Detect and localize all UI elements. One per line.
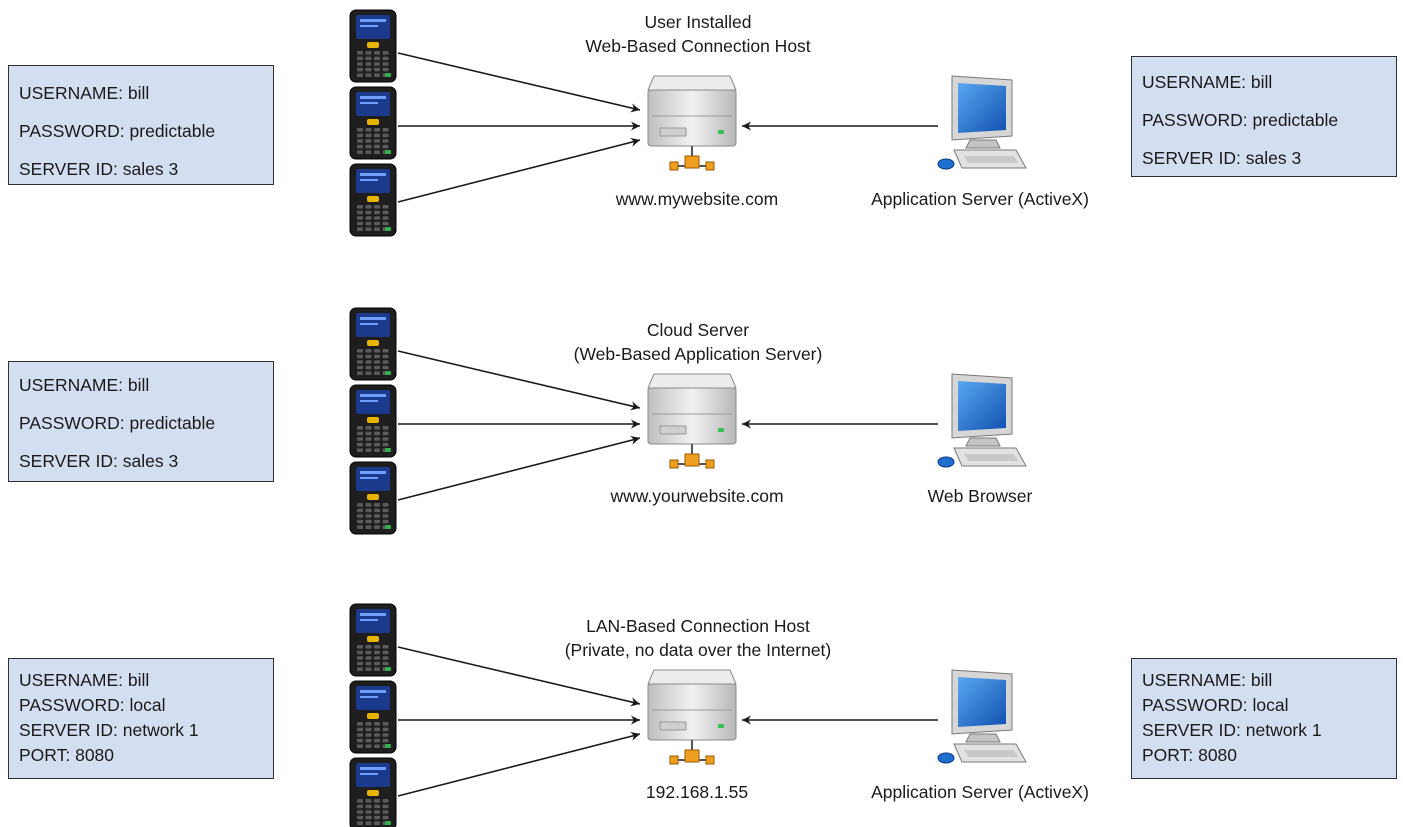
credential-line: USERNAME: bill (19, 375, 150, 395)
credential-box-right: USERNAME: bill PASSWORD: local SERVER ID… (1131, 658, 1397, 779)
credential-box-left: USERNAME: bill PASSWORD: local SERVER ID… (8, 658, 274, 779)
credential-box-right: USERNAME: bill PASSWORD: predictable SER… (1131, 56, 1397, 177)
credential-line: PASSWORD: predictable (19, 413, 216, 433)
credential-line: PORT: 8080 (19, 745, 115, 765)
credential-line: USERNAME: bill (19, 670, 150, 690)
connection-arrow (397, 731, 641, 797)
host-title-line: Cloud Server (646, 320, 750, 340)
credential-line: PASSWORD: predictable (19, 121, 216, 141)
connection-arrow (397, 350, 641, 411)
credential-box-left: USERNAME: bill PASSWORD: predictable SER… (8, 361, 274, 482)
credential-line: SERVER ID: network 1 (1142, 720, 1322, 740)
handheld-terminal-icon (349, 9, 397, 83)
credential-line: PASSWORD: local (19, 695, 166, 715)
server-icon (647, 669, 737, 765)
host-address: www.mywebsite.com (615, 189, 779, 209)
connection-arrow (397, 137, 641, 203)
credential-line: PASSWORD: local (1142, 695, 1289, 715)
server-icon (647, 373, 737, 469)
connection-arrow (397, 646, 641, 707)
host-address: 192.168.1.55 (645, 782, 749, 802)
handheld-terminal-icon (349, 86, 397, 160)
desktop-computer-icon (937, 75, 1027, 170)
host-title: Cloud Server (Web-Based Application Serv… (548, 318, 848, 366)
host-address: www.yourwebsite.com (610, 486, 784, 506)
handheld-terminal-icon (349, 384, 397, 458)
credential-line: PORT: 8080 (1142, 745, 1238, 765)
host-title: User Installed Web-Based Connection Host (548, 10, 848, 58)
credential-line: USERNAME: bill (19, 83, 150, 103)
client-label: Web Browser (927, 486, 1033, 506)
host-title-line: (Web-Based Application Server) (573, 344, 823, 364)
handheld-terminal-icon (349, 163, 397, 237)
credential-line: USERNAME: bill (1142, 670, 1273, 690)
credential-line: PASSWORD: predictable (1142, 110, 1339, 130)
host-title-line: User Installed (644, 12, 752, 32)
client-label: Application Server (ActiveX) (871, 189, 1089, 209)
credential-line: SERVER ID: sales 3 (1142, 148, 1302, 168)
host-title-line: LAN-Based Connection Host (586, 616, 810, 636)
credential-line: SERVER ID: sales 3 (19, 159, 179, 179)
handheld-terminal-icon (349, 757, 397, 827)
desktop-computer-icon (937, 669, 1027, 764)
handheld-terminal-icon (349, 461, 397, 535)
client-label: Application Server (ActiveX) (871, 782, 1089, 802)
handheld-terminal-icon (349, 603, 397, 677)
credential-line: SERVER ID: network 1 (19, 720, 199, 740)
host-title-line: Web-Based Connection Host (585, 36, 811, 56)
connection-arrow (397, 435, 641, 501)
host-title: LAN-Based Connection Host (Private, no d… (538, 614, 858, 662)
host-title-line: (Private, no data over the Internet) (564, 640, 832, 660)
handheld-terminal-icon (349, 307, 397, 381)
handheld-terminal-icon (349, 680, 397, 754)
credential-line: SERVER ID: sales 3 (19, 451, 179, 471)
desktop-computer-icon (937, 373, 1027, 468)
credential-line: USERNAME: bill (1142, 72, 1273, 92)
server-icon (647, 75, 737, 171)
connection-arrow (397, 52, 641, 113)
credential-box-left: USERNAME: bill PASSWORD: predictable SER… (8, 65, 274, 185)
